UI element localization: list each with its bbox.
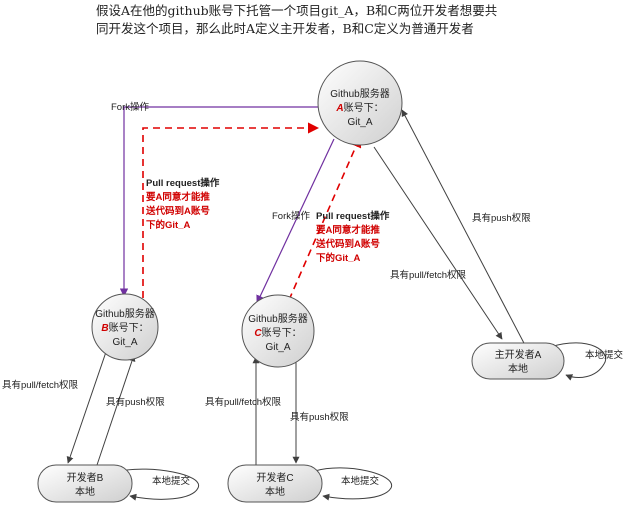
- fork-arrow-c: [256, 138, 335, 304]
- push-label-b: 具有push权限: [106, 396, 165, 408]
- pull-request-arrow-c: [288, 135, 362, 301]
- main-dev-title: 主开发者A: [495, 348, 542, 361]
- push-label-a: 具有push权限: [472, 212, 531, 224]
- dev-c-title: 开发者C: [256, 471, 293, 484]
- pull-request-arrow-b: [142, 122, 320, 298]
- github-server-b: Github服务器 B账号下： Git_A: [91, 293, 159, 361]
- github-server-c: Github服务器 C账号下： Git_A: [241, 294, 315, 368]
- commit-label-b: 本地提交: [152, 475, 191, 487]
- intro-caption: 假设A在他的github账号下托管一个项目git_A，B和C两位开发者想要共 同…: [96, 2, 516, 38]
- main-developer-a-local: 主开发者A 本地: [471, 342, 565, 380]
- pull-request-note-b: Pull request操作 要A同意才能推 送代码到A账号 下的Git_A: [145, 177, 220, 231]
- dev-b-title: 开发者B: [67, 471, 104, 484]
- server-c-title: Github服务器: [248, 312, 307, 325]
- push-arrow-b: [96, 354, 136, 466]
- server-a-title: Github服务器: [330, 87, 389, 100]
- pull-label-c: 具有pull/fetch权限: [205, 396, 282, 408]
- commit-label-a: 本地提交: [585, 349, 624, 361]
- caption-line-1: 假设A在他的github账号下托管一个项目git_A，B和C两位开发者想要共: [96, 3, 498, 18]
- fork-arrow-b: [119, 106, 320, 297]
- pull-label-b: 具有pull/fetch权限: [2, 379, 79, 391]
- pr-title-c: Pull request操作: [316, 210, 390, 222]
- developer-b-local: 开发者B 本地: [37, 464, 133, 503]
- pull-request-note-c: Pull request操作 要A同意才能推 送代码到A账号 下的Git_A: [315, 210, 390, 264]
- pr-line-b-3: 下的Git_A: [146, 219, 190, 231]
- pr-line-c-1: 要A同意才能推: [316, 224, 380, 236]
- main-dev-subtitle: 本地: [508, 362, 528, 375]
- pr-line-b-2: 送代码到A账号: [145, 205, 210, 217]
- fork-label-b: Fork操作: [111, 101, 150, 113]
- commit-loop-b: [120, 468, 199, 501]
- pr-line-c-2: 送代码到A账号: [315, 238, 380, 250]
- pr-line-c-3: 下的Git_A: [316, 252, 360, 264]
- commit-loop-c: [314, 467, 392, 501]
- server-b-repo: Git_A: [112, 337, 137, 348]
- github-server-a: Github服务器 A账号下： Git_A: [317, 60, 403, 146]
- pull-label-a: 具有pull/fetch权限: [390, 269, 467, 281]
- push-label-c: 具有push权限: [290, 411, 349, 423]
- fork-label-c: Fork操作: [272, 210, 311, 222]
- pull-arrow-a: [373, 146, 503, 340]
- pull-arrow-b: [66, 348, 108, 464]
- dev-c-subtitle: 本地: [265, 485, 285, 498]
- developer-c-local: 开发者C 本地: [227, 464, 323, 503]
- pr-title-b: Pull request操作: [146, 177, 220, 189]
- server-b-title: Github服务器: [95, 307, 154, 320]
- commit-label-c: 本地提交: [341, 475, 380, 487]
- server-c-repo: Git_A: [265, 342, 290, 353]
- server-a-owner-line: A账号下：: [335, 102, 383, 114]
- push-arrow-a: [401, 109, 527, 348]
- server-c-owner-line: C账号下：: [254, 327, 301, 339]
- pr-line-b-1: 要A同意才能推: [146, 191, 210, 203]
- server-a-repo: Git_A: [347, 117, 372, 128]
- server-b-owner-line: B账号下：: [101, 322, 148, 334]
- dev-b-subtitle: 本地: [75, 485, 95, 498]
- commit-loop-a: [549, 342, 607, 381]
- caption-line-2: 同开发这个项目，那么此时A定义主开发者，B和C定义为普通开发者: [96, 21, 474, 36]
